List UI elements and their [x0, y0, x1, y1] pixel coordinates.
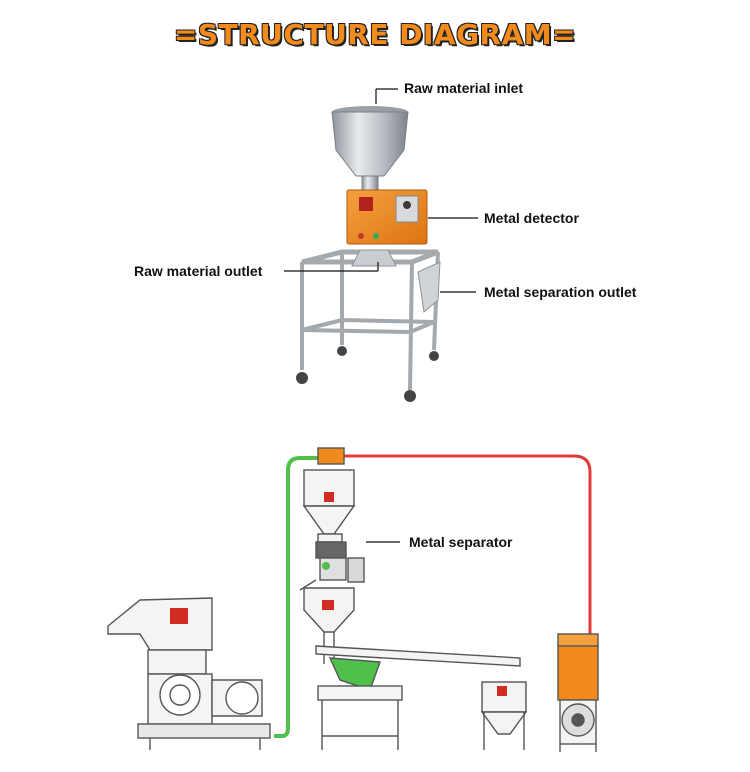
label-metal-separation-outlet: Metal separation outlet [484, 284, 636, 300]
crusher-machine [108, 598, 270, 750]
label-raw-material-outlet: Raw material outlet [134, 263, 262, 279]
logo-mark [359, 197, 373, 211]
label-raw-material-inlet: Raw material inlet [404, 80, 523, 96]
hopper [332, 112, 408, 176]
vacuum-unit [558, 634, 598, 752]
wheels [296, 346, 439, 402]
metal-detector-machine [296, 106, 440, 402]
label-metal-detector: Metal detector [484, 210, 579, 226]
outlet-funnel [352, 250, 396, 266]
hopper-neck [362, 176, 378, 190]
label-metal-separator: Metal separator [409, 534, 512, 550]
collection-bin [482, 682, 526, 750]
